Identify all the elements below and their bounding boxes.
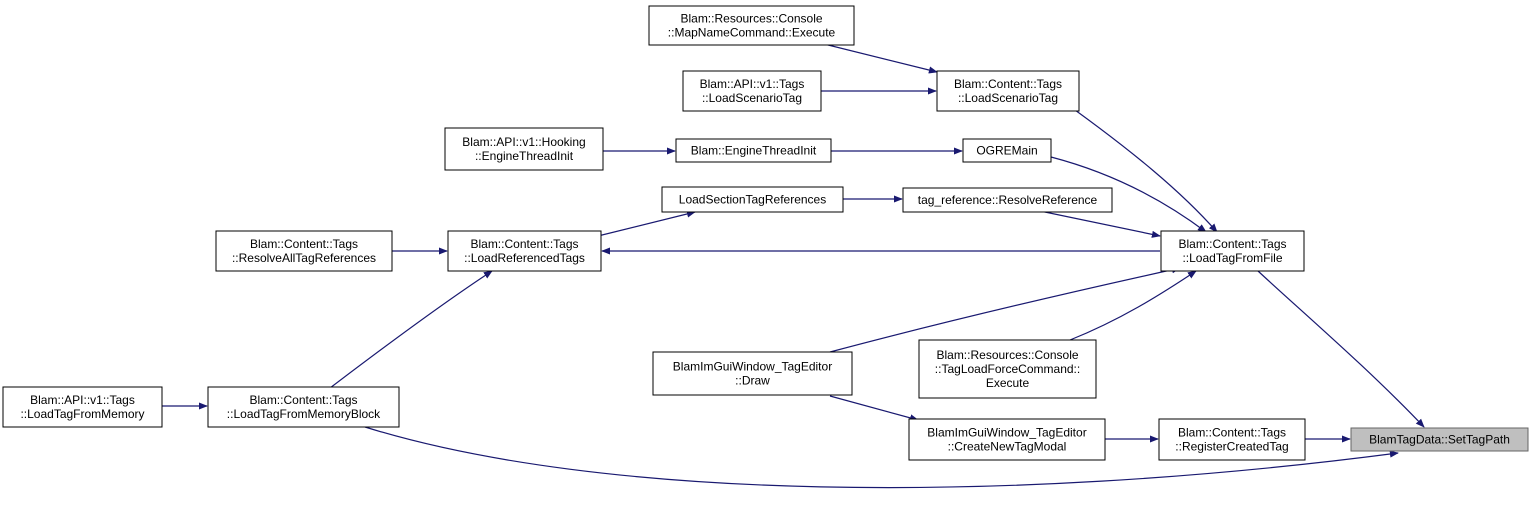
node-label-line: Blam::Content::Tags [250, 237, 358, 251]
node-label-line: Blam::API::v1::Tags [30, 393, 135, 407]
nodes: BlamTagData::SetTagPath Blam::Content::T… [2, 5, 1529, 461]
node-register-created-tag[interactable]: Blam::Content::Tags::RegisterCreatedTag [1158, 418, 1306, 461]
edge-loadtagfromfile-settagpath [1257, 270, 1425, 428]
node-label-line: Execute [986, 376, 1030, 390]
edge-draw-loadtagfromfile [829, 266, 1181, 353]
node-label-line: ::LoadScenarioTag [702, 91, 802, 105]
node-load-scenario-tag-api[interactable]: Blam::API::v1::Tags::LoadScenarioTag [682, 70, 822, 112]
node-label-line: ::ResolveAllTagReferences [232, 251, 376, 265]
node-label-line: Blam::Resources::Console [936, 348, 1078, 362]
edge-mapname-loadscenariotag [819, 42, 938, 74]
node-label-line: ::CreateNewTagModal [948, 440, 1067, 454]
node-label-line: Blam::Content::Tags [1178, 426, 1286, 440]
node-create-new-tag-modal[interactable]: BlamImGuiWindow_TagEditor::CreateNewTagM… [908, 418, 1106, 461]
edges [162, 42, 1425, 489]
node-resolve-reference[interactable]: tag_reference::ResolveReference [902, 187, 1113, 213]
node-set-tag-path[interactable]: BlamTagData::SetTagPath [1350, 427, 1529, 452]
edge-loadtagfrommemoryblock-settagpath [364, 426, 1399, 489]
node-label-line: ::LoadScenarioTag [958, 91, 1058, 105]
node-load-tag-from-file[interactable]: Blam::Content::Tags::LoadTagFromFile [1160, 230, 1305, 272]
node-label-line: Blam::Content::Tags [470, 237, 578, 251]
node-label-line: Blam::API::v1::Tags [700, 77, 805, 91]
node-tag-editor-draw[interactable]: BlamImGuiWindow_TagEditor::Draw [652, 351, 853, 396]
node-engine-thread-init[interactable]: Blam::EngineThreadInit [675, 138, 832, 163]
node-label-line: ::LoadTagFromMemoryBlock [227, 407, 381, 421]
node-label-line: Blam::Content::Tags [954, 77, 1062, 91]
node-label-line: BlamImGuiWindow_TagEditor [673, 360, 832, 374]
edge-loadscenariotag-loadtagfromfile [1074, 109, 1218, 233]
node-label-line: Blam::API::v1::Hooking [462, 135, 585, 149]
node-label-line: ::EngineThreadInit [475, 149, 574, 163]
node-tag-load-force-command[interactable]: Blam::Resources::Console::TagLoadForceCo… [918, 339, 1097, 399]
edge-ogremain-loadtagfromfile [1050, 156, 1207, 233]
edge-draw-createnewtagmodal [829, 395, 919, 422]
node-ogre-main[interactable]: OGREMain [962, 138, 1052, 163]
node-label-line: Blam::EngineThreadInit [691, 144, 817, 158]
edge-loadtagfrommemoryblock-loadreferencedtags [329, 270, 493, 389]
node-load-tag-from-memory-api[interactable]: Blam::API::v1::Tags::LoadTagFromMemory [2, 386, 163, 428]
edge-loadreferenced-loadsection [597, 210, 696, 237]
node-label-line: ::Draw [735, 374, 770, 388]
node-label-line: Blam::Content::Tags [1178, 237, 1286, 251]
node-label-line: BlamTagData::SetTagPath [1369, 433, 1510, 447]
node-label-line: ::MapNameCommand::Execute [668, 26, 836, 40]
node-label-line: ::LoadTagFromFile [1182, 251, 1282, 265]
node-label-line: ::LoadReferencedTags [464, 251, 585, 265]
edge-resolvereference-loadtagfromfile [1039, 210, 1161, 238]
node-resolve-all-tag-references[interactable]: Blam::Content::Tags::ResolveAllTagRefere… [215, 230, 393, 272]
node-label-line: Blam::Content::Tags [249, 393, 357, 407]
node-map-name-command[interactable]: Blam::Resources::Console::MapNameCommand… [648, 5, 855, 46]
node-label-line: ::RegisterCreatedTag [1175, 440, 1288, 454]
node-label-line: ::LoadTagFromMemory [20, 407, 144, 421]
node-engine-thread-init-hooking[interactable]: Blam::API::v1::Hooking::EngineThreadInit [444, 127, 604, 171]
node-label-line: LoadSectionTagReferences [679, 193, 826, 207]
node-load-section-tag-references[interactable]: LoadSectionTagReferences [661, 186, 844, 213]
node-label-line: Blam::Resources::Console [680, 12, 822, 26]
node-load-referenced-tags[interactable]: Blam::Content::Tags::LoadReferencedTags [447, 230, 602, 272]
node-label-line: OGREMain [976, 144, 1037, 158]
node-label-line: tag_reference::ResolveReference [918, 193, 1098, 207]
edge-tagloadforce-loadtagfromfile [1069, 270, 1197, 341]
node-label-line: BlamImGuiWindow_TagEditor [927, 426, 1086, 440]
node-load-scenario-tag-content[interactable]: Blam::Content::Tags::LoadScenarioTag [936, 70, 1080, 112]
node-label-line: ::TagLoadForceCommand:: [935, 362, 1080, 376]
node-load-tag-from-memory-block[interactable]: Blam::Content::Tags::LoadTagFromMemoryBl… [207, 386, 400, 428]
